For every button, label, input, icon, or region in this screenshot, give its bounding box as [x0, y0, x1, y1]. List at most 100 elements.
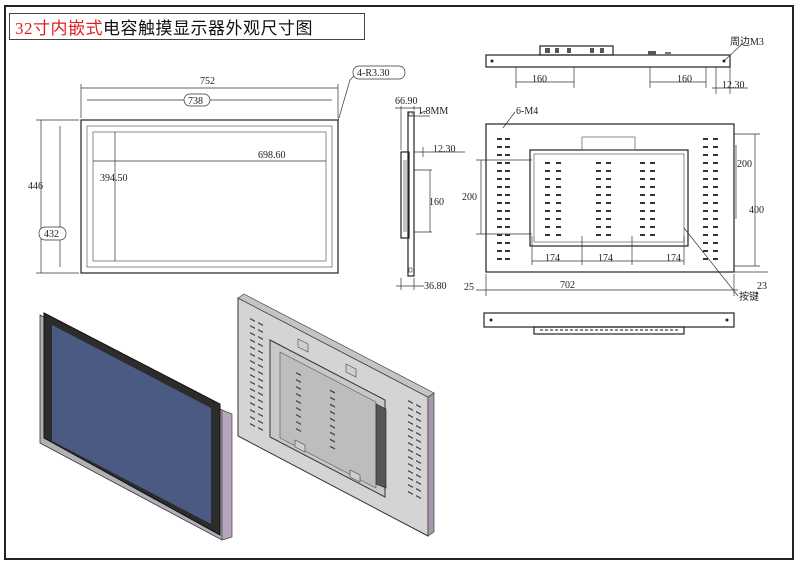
vent-slot — [703, 170, 708, 172]
iso-vent-slot — [258, 350, 263, 354]
iso-vent-slot — [250, 332, 255, 336]
iso-vent-slot — [408, 491, 413, 495]
dim-corner-radius: 4-R3.30 — [357, 68, 390, 79]
vent-slot — [505, 162, 510, 164]
vent-slot — [556, 170, 561, 172]
iso-vent-slot — [416, 446, 421, 450]
iso-vent-slot — [296, 407, 301, 411]
vent-slot — [713, 242, 718, 244]
iso-vent-slot — [258, 336, 263, 340]
vent-slot — [497, 202, 502, 204]
vent-slot — [497, 258, 502, 260]
iso-vent-slot — [258, 420, 263, 424]
iso-vent-slot — [296, 400, 301, 404]
iso-vent-slot — [250, 423, 255, 427]
vent-slot — [556, 226, 561, 228]
bottom-bracket — [533, 326, 685, 335]
vent-slot — [703, 154, 708, 156]
vent-slot — [545, 210, 550, 212]
iso-vent-slot — [416, 495, 421, 499]
iso-vent-slot — [408, 407, 413, 411]
iso-vent-slot — [330, 403, 335, 408]
vent-slot — [713, 234, 718, 236]
iso-vent-slot — [250, 367, 255, 371]
iso-vent-slot — [330, 438, 335, 443]
vent-slot — [703, 162, 708, 164]
iso-vent-slot — [258, 406, 263, 410]
dim-spacing-1: 174 — [545, 253, 560, 264]
dim-vesa-right: 200 — [737, 159, 752, 170]
vent-slot — [505, 234, 510, 236]
dim-bezel-thickness: 1.8MM — [418, 106, 448, 117]
iso-vent-slot — [416, 432, 421, 436]
vent-slot — [556, 202, 561, 204]
iso-vent-slot — [330, 431, 335, 436]
vent-slot — [650, 162, 655, 164]
vent-slot — [505, 226, 510, 228]
iso-vent-slot — [408, 477, 413, 481]
iso-vent-slot — [296, 414, 301, 418]
dim-spacing-3: 174 — [666, 253, 681, 264]
vent-slot — [640, 178, 645, 180]
title-box: 32寸内嵌式 电容触摸显示器外观尺寸图 — [9, 13, 365, 40]
iso-vent-slot — [416, 418, 421, 422]
vent-slot — [497, 154, 502, 156]
iso-vent-slot — [250, 416, 255, 420]
vent-slot — [556, 178, 561, 180]
vent-slot — [505, 186, 510, 188]
iso-vent-slot — [258, 371, 263, 375]
vent-slot — [713, 138, 718, 140]
iso-vent-slot — [258, 385, 263, 389]
vent-slot — [596, 218, 601, 220]
side-bracket — [400, 151, 410, 239]
dim-depth: 36.80 — [424, 281, 447, 292]
vent-slot — [497, 170, 502, 172]
back-view: 6-M4 200 200 400 174 174 174 — [462, 106, 768, 303]
vent-slot — [505, 154, 510, 156]
vent-slot — [497, 250, 502, 252]
vent-slot — [640, 202, 645, 204]
vent-slot — [650, 170, 655, 172]
vent-slot — [640, 186, 645, 188]
iso-vent-slot — [296, 428, 301, 432]
vent-slot — [505, 218, 510, 220]
dim-side-offset: 12.30 — [433, 144, 456, 155]
vent-slot — [497, 186, 502, 188]
iso-vent-slot — [296, 386, 301, 390]
vent-slot — [606, 218, 611, 220]
dim-width-outer: 752 — [200, 76, 215, 87]
vent-slot — [650, 210, 655, 212]
dim-side-top: 66.90 — [395, 96, 418, 107]
vent-slot — [640, 162, 645, 164]
iso-vent-slot — [250, 374, 255, 378]
iso-vent-slot — [250, 388, 255, 392]
iso-vent-slot — [408, 463, 413, 467]
vent-slot — [703, 226, 708, 228]
vent-slot — [650, 194, 655, 196]
vent-slot — [703, 186, 708, 188]
vent-slot — [556, 194, 561, 196]
bottom-panel — [483, 312, 735, 328]
iso-vent-slot — [330, 396, 335, 401]
vent-slot — [505, 170, 510, 172]
iso-vent-slot — [258, 364, 263, 368]
vent-holes — [497, 138, 718, 260]
vent-slot — [713, 170, 718, 172]
vent-slot — [497, 146, 502, 148]
vent-slot — [596, 210, 601, 212]
vent-slot — [640, 218, 645, 220]
vent-slot — [545, 186, 550, 188]
iso-vent-holes — [250, 318, 421, 499]
iso-vent-slot — [250, 381, 255, 385]
vent-slot — [497, 138, 502, 140]
vent-slot — [640, 210, 645, 212]
dim-top-spacing-right: 160 — [677, 74, 692, 85]
vent-slot — [505, 178, 510, 180]
dim-height-outer: 446 — [28, 181, 43, 192]
iso-vent-slot — [408, 435, 413, 439]
vent-slot — [497, 210, 502, 212]
iso-vent-slot — [416, 481, 421, 485]
iso-vent-slot — [408, 414, 413, 418]
vent-slot — [713, 194, 718, 196]
vent-slot — [703, 250, 708, 252]
